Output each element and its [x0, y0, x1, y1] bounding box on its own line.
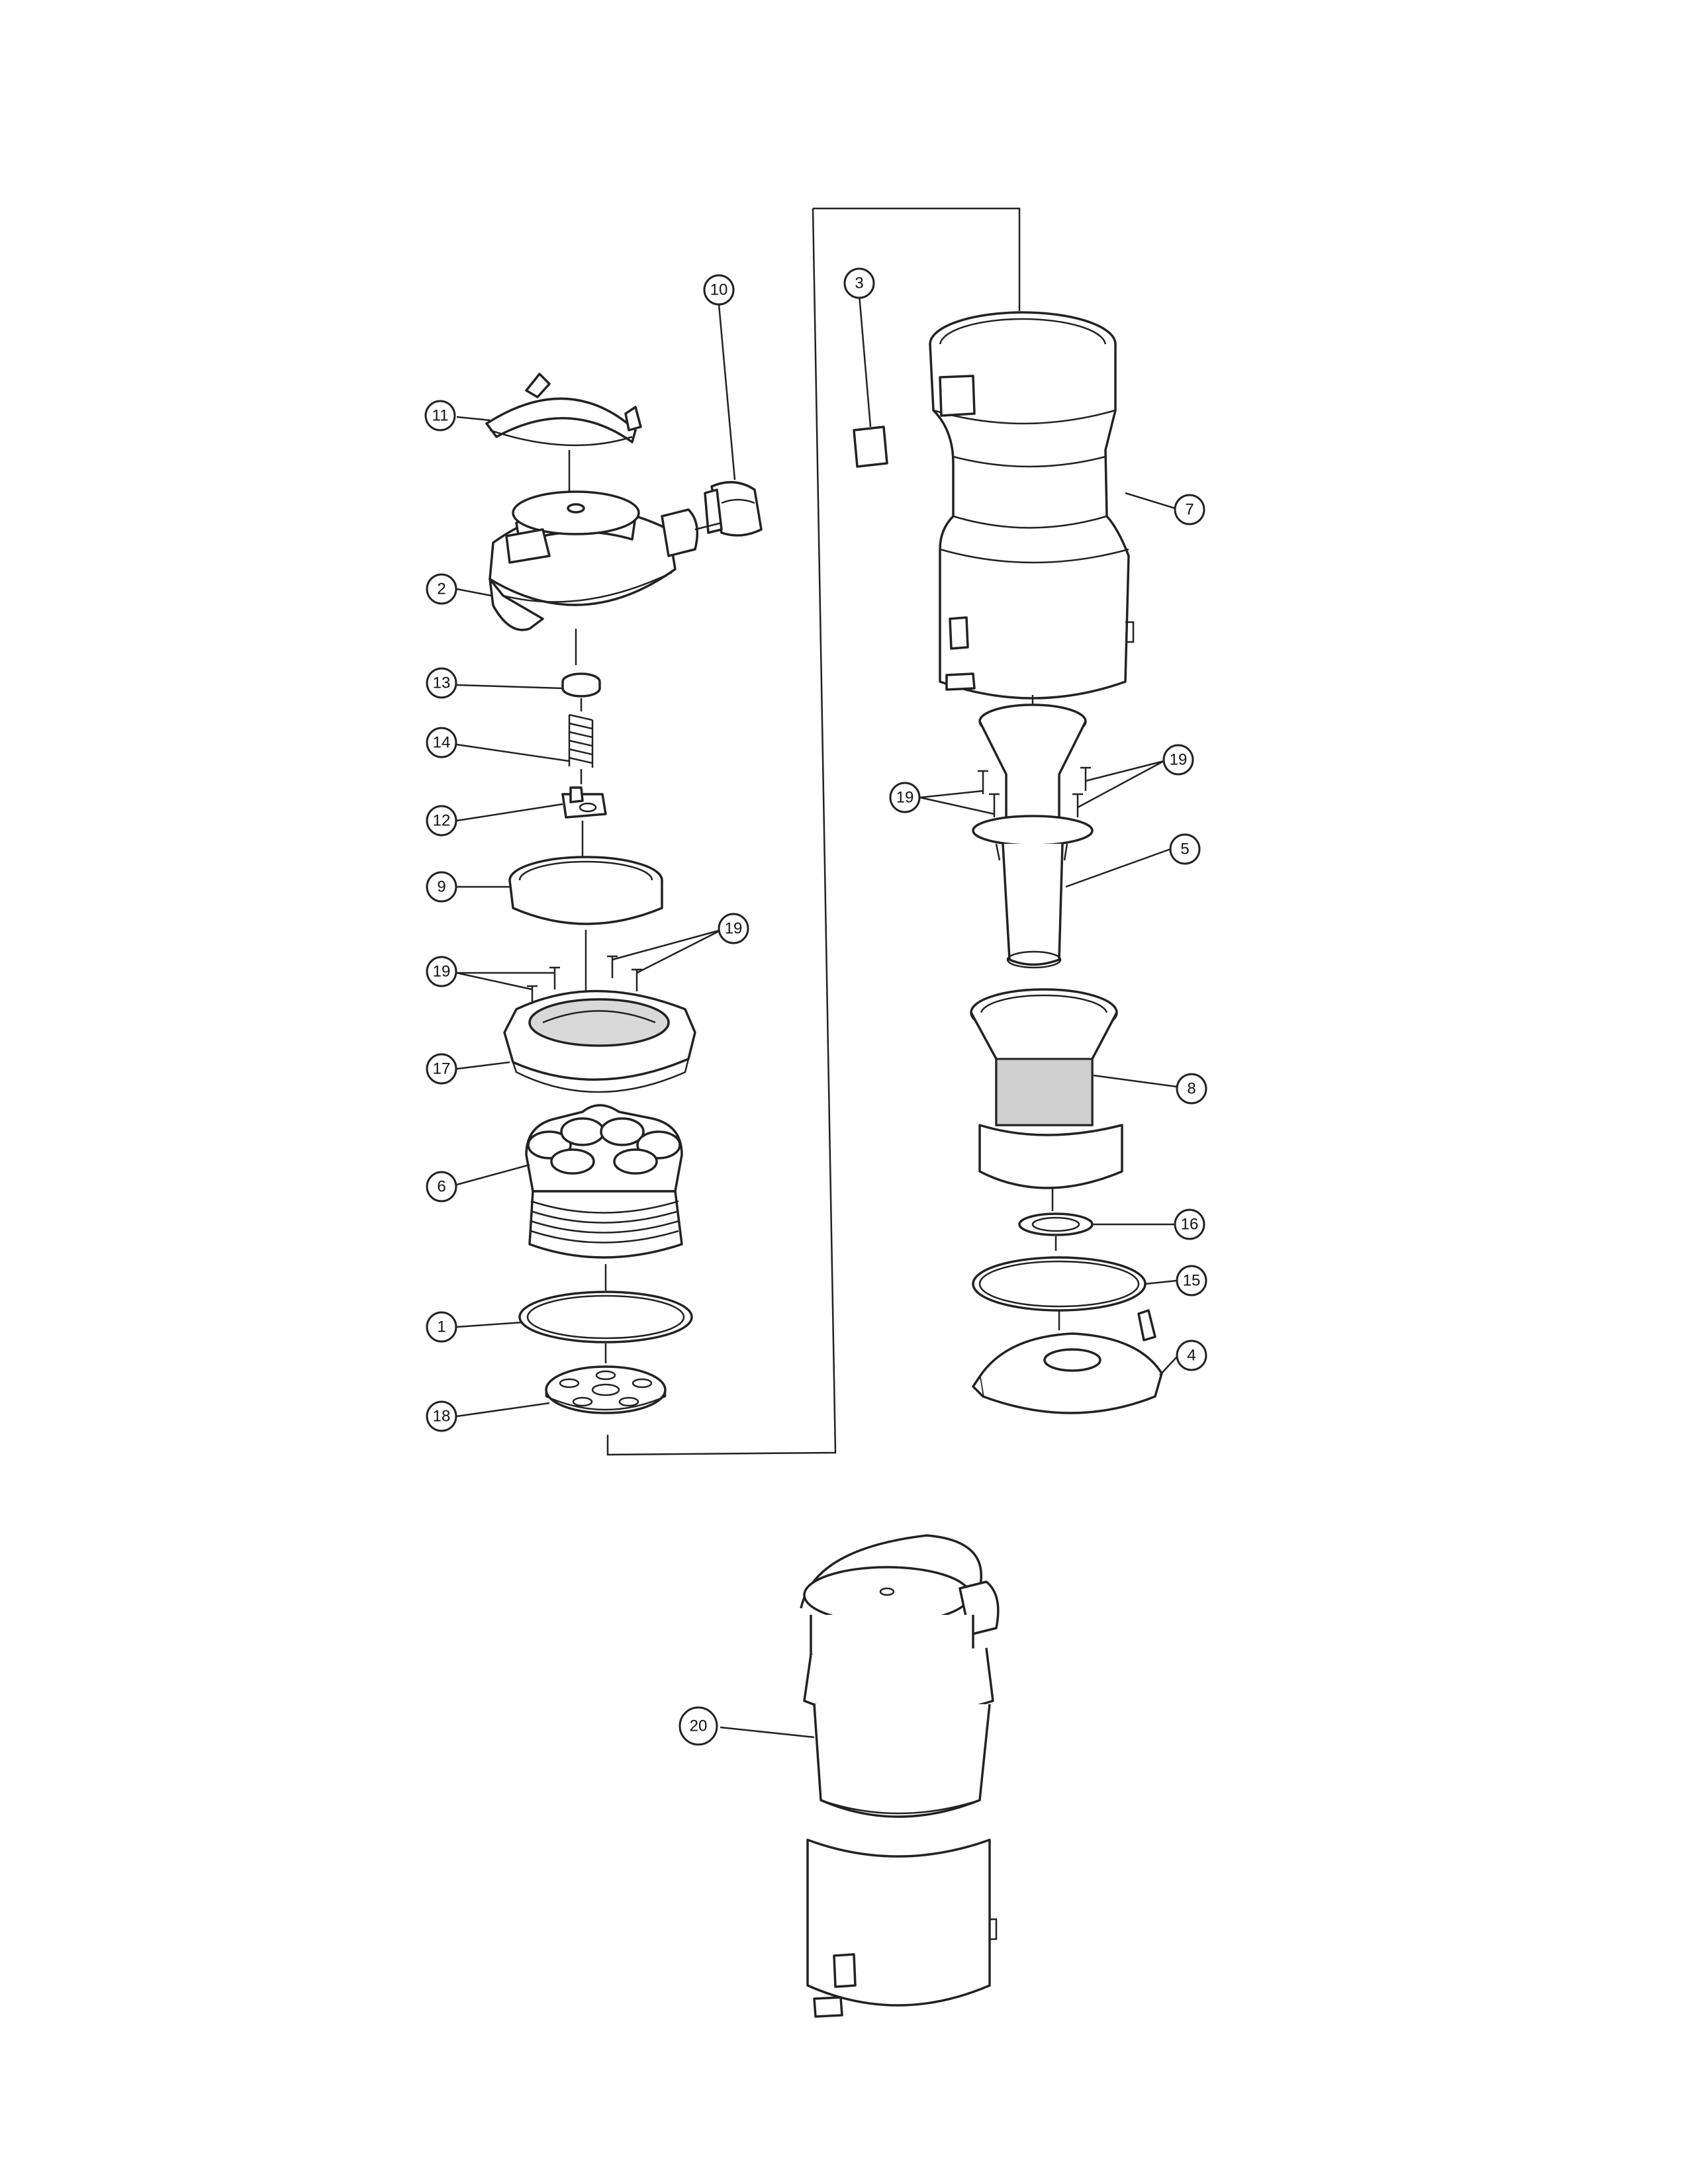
svg-text:19: 19 [725, 920, 743, 938]
leader-lines [456, 294, 1178, 1739]
svg-text:17: 17 [433, 1060, 451, 1078]
svg-text:18: 18 [433, 1408, 451, 1426]
callout-1: 1 [426, 1311, 457, 1343]
callout-15: 15 [1176, 1265, 1207, 1297]
part-9-seal-ring [508, 856, 663, 925]
svg-text:6: 6 [437, 1178, 445, 1196]
part-2-top-cover [489, 490, 699, 631]
callout-19d: 19 [1162, 744, 1194, 776]
part-17-cyclone-shroud [503, 989, 696, 1093]
callout-12: 12 [426, 805, 457, 837]
part-14-spring [568, 713, 594, 768]
callout-6: 6 [426, 1171, 457, 1203]
part-15-bin-seal [972, 1256, 1147, 1312]
svg-text:12: 12 [433, 812, 451, 830]
svg-text:2: 2 [437, 580, 445, 598]
part-20-cyclone-assembly [800, 1534, 1000, 2018]
svg-text:19: 19 [433, 963, 451, 981]
callout-19a: 19 [426, 956, 457, 987]
svg-text:7: 7 [1185, 501, 1194, 519]
callout-11: 11 [424, 400, 456, 432]
part-7-dust-bin [929, 311, 1135, 700]
part-18-filter-disc [545, 1365, 667, 1414]
svg-text:11: 11 [432, 407, 449, 425]
callout-19b: 19 [718, 913, 749, 944]
part-13-button-cap [561, 672, 601, 698]
svg-text:19: 19 [896, 789, 914, 807]
callout-4: 4 [1176, 1340, 1207, 1371]
svg-text:15: 15 [1183, 1272, 1201, 1290]
part-19-screws-left [527, 955, 642, 1007]
svg-text:14: 14 [433, 734, 451, 752]
svg-text:4: 4 [1187, 1347, 1196, 1365]
assembly-bracket [606, 207, 1021, 1456]
callout-14: 14 [426, 727, 457, 758]
callout-20: 20 [679, 1706, 718, 1746]
svg-text:5: 5 [1180, 841, 1189, 858]
callout-5: 5 [1169, 833, 1201, 865]
part-19-screws-right [978, 766, 1091, 817]
svg-text:13: 13 [433, 674, 451, 692]
part-12-latch [561, 786, 607, 819]
callout-7: 7 [1174, 494, 1205, 525]
callout-8: 8 [1176, 1073, 1207, 1105]
callout-13: 13 [426, 667, 457, 699]
part-11-clip-ring [485, 373, 642, 447]
part-6-cyclone-pack [525, 1104, 683, 1259]
callout-17: 17 [426, 1053, 457, 1085]
svg-text:9: 9 [437, 878, 445, 896]
part-4-bin-base [972, 1309, 1163, 1414]
svg-text:16: 16 [1181, 1216, 1199, 1234]
callout-19c: 19 [889, 782, 921, 813]
part-5-inner-shroud [972, 704, 1094, 969]
svg-text:10: 10 [710, 281, 728, 299]
callout-16: 16 [1174, 1208, 1205, 1240]
svg-text:20: 20 [690, 1717, 708, 1735]
part-1-gasket [518, 1291, 693, 1343]
svg-text:1: 1 [437, 1318, 445, 1336]
svg-text:19: 19 [1170, 751, 1188, 769]
svg-text:3: 3 [855, 275, 863, 293]
callout-9: 9 [426, 871, 457, 903]
part-3-window-label [853, 426, 888, 468]
callout-10: 10 [703, 274, 735, 306]
callout-18: 18 [426, 1400, 457, 1432]
svg-text:8: 8 [1187, 1080, 1196, 1098]
part-16-washer [1018, 1212, 1094, 1236]
callout-3: 3 [843, 267, 875, 299]
part-8-shroud-filter [970, 988, 1123, 1189]
callout-2: 2 [426, 573, 457, 605]
part-10-connector-elbow [704, 480, 763, 537]
